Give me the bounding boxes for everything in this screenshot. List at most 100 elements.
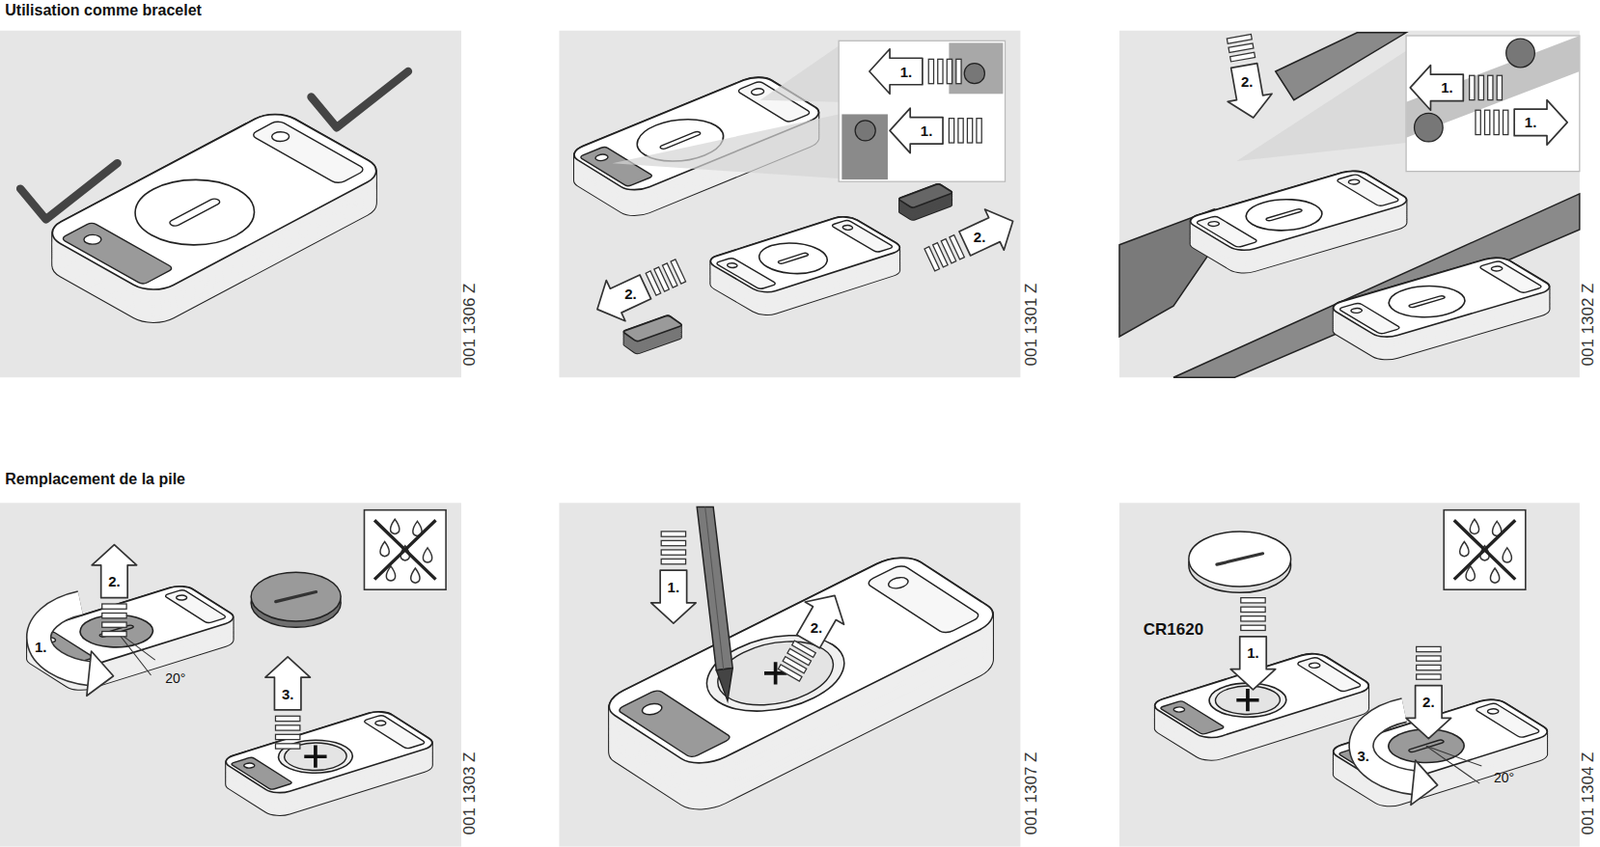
transmitter-device [362,715,427,749]
detail-inset [1406,35,1580,172]
angle-label: 20° [165,671,186,686]
callout-arrow [769,584,855,688]
no-water-icon [422,548,432,563]
callout-arrow [102,632,127,637]
transmitter-device [20,583,240,693]
callout-arrow [265,657,311,711]
no-water-icon [1502,548,1512,563]
callout-number: 1. [900,64,913,80]
callout-arrow [275,744,300,749]
callout-number: 1. [667,579,681,595]
section-heading: Remplacement de la pile [4,471,186,488]
callout-arrow [91,545,138,599]
angle-lines [1426,745,1482,767]
callout-arrow [661,558,686,564]
callout-arrow [587,266,655,330]
transmitter-device [219,709,439,819]
callout-arrow [946,58,952,83]
detail-inset [855,120,876,141]
detail-inset [838,40,1005,182]
callout-arrow [956,58,962,83]
callout-arrow [1241,616,1266,622]
transmitter-device [597,551,1006,771]
figure-code: 001 1303 Z [461,752,478,836]
strap-adapter [898,183,954,208]
transmitter-device [110,165,279,258]
callout-arrow [1488,75,1493,100]
detail-inset [1414,112,1444,142]
callout-number: 1. [34,639,48,655]
transmitter-device [40,110,388,299]
transmitter-device [1231,193,1337,237]
callout-arrow [1485,110,1490,135]
figure-panel [558,502,1021,847]
transmitter-device [163,589,227,624]
detail-inset [1506,38,1536,68]
callout-number: 1. [1440,80,1454,95]
transmitter-device [40,108,388,297]
no-water-icon [1443,510,1526,590]
no-water-icon [1489,568,1499,583]
transmitter-device [1407,295,1447,308]
callout-arrow [661,531,686,537]
check-mark [20,163,117,220]
callout-arrow [958,118,964,143]
callout-arrow [102,622,127,628]
transmitter-device [1489,265,1505,273]
callout-arrow [1241,598,1266,604]
callout-arrow [661,550,686,555]
callout-arrow [1406,686,1452,740]
rotation-arrow [1410,760,1440,808]
battery-type: CR1620 [1143,621,1204,638]
callout-number: 1. [1246,645,1260,661]
angle-lines [116,631,152,676]
adapter-removal-panel [566,40,1006,355]
scene [0,30,1580,847]
battery-insert-panel [1148,510,1555,810]
callout-arrow [869,49,962,95]
transmitter-device [704,214,907,296]
no-water-icon [411,568,420,583]
rotation-arrow [38,603,91,674]
transmitter-device [268,130,293,144]
transmitter-device [680,620,871,728]
transmitter-device [1202,680,1293,720]
transmitter-device [373,719,388,727]
battery-cover [250,572,341,628]
no-water-icon [380,541,389,556]
transmitter-device [597,551,1006,771]
zoom-leader [611,113,839,179]
transmitter-device [1265,208,1304,221]
callout-arrow [275,734,300,740]
figure-panel [0,30,462,379]
callout-arrow [869,49,923,95]
callout-arrows [91,32,1568,749]
callout-arrow [587,249,690,330]
transmitter-device [1346,178,1362,186]
transmitter-device [1184,167,1414,253]
detail-inset [841,113,888,180]
transmitter-device [1326,254,1557,340]
transmitter-device [1326,254,1557,362]
transmitter-device [864,564,982,635]
transmitter-device [1349,307,1365,315]
figure-code: 001 1301 Z [1021,282,1039,366]
no-water-icon [1454,520,1516,580]
callout-arrow [1409,65,1463,111]
strap-adapter [898,183,954,221]
figure-panel [558,30,1021,379]
transmitter-device [167,197,222,227]
check-mark [311,71,409,128]
pencil-tool [696,507,733,702]
detail-inset [1406,35,1580,172]
callout-arrow [1241,625,1266,631]
callout-arrow [1416,664,1441,670]
callout-arrow [102,604,127,609]
battery-cover [275,592,317,603]
zoom-leader [760,46,839,103]
callout-arrow [1416,656,1441,662]
figure-code: 001 1302 Z [1579,282,1597,366]
callout-arrow [1221,61,1275,122]
